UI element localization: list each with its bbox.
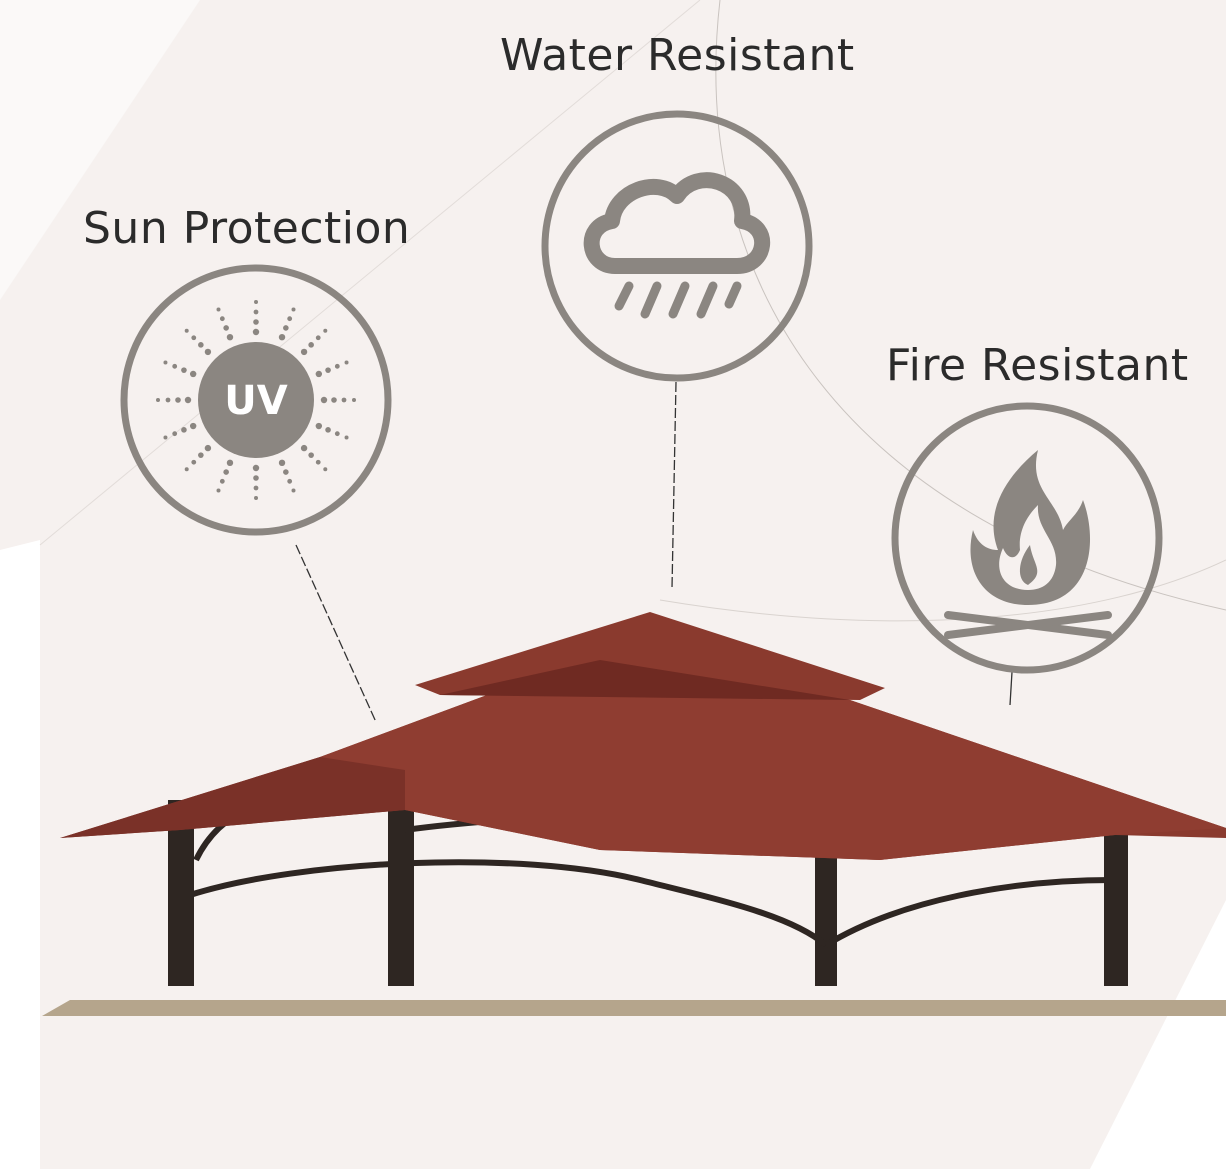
sun-ray-dot xyxy=(189,422,197,430)
sun-ray-dot xyxy=(219,316,225,322)
sun-ray-dot xyxy=(216,488,221,493)
sun-ray-dot xyxy=(334,431,340,437)
sun-ray-dot xyxy=(253,485,259,491)
sun-ray-dot xyxy=(163,360,168,365)
sun-ray-dot xyxy=(184,328,189,333)
sun-ray-dot xyxy=(191,459,197,465)
sun-ray-dot xyxy=(315,459,321,465)
sun-ray-dot xyxy=(175,397,181,403)
sun-ray-dot xyxy=(252,328,260,336)
sun-ray-dot xyxy=(320,396,328,404)
ground-strip xyxy=(42,1000,1226,1016)
sun-ray-dot xyxy=(253,319,259,325)
sun-ray-dot xyxy=(189,370,197,378)
sun-ray-dot xyxy=(283,325,289,331)
sun-ray-dot xyxy=(331,397,337,403)
sun-ray-dot xyxy=(223,325,229,331)
sun-ray-dot xyxy=(219,478,225,484)
sun-ray-dot xyxy=(204,348,212,356)
sun-ray-dot xyxy=(278,459,286,467)
sun-ray-dot xyxy=(253,475,259,481)
sun-ray-dot xyxy=(325,367,331,373)
sun-ray-dot xyxy=(172,363,178,369)
rain-cloud-icon xyxy=(541,110,813,382)
sun-ray-dot xyxy=(253,309,259,315)
sun-ray-dot xyxy=(287,478,293,484)
sun-ray-dot xyxy=(308,342,314,348)
sun-ray-dot xyxy=(308,452,314,458)
sun-ray-dot xyxy=(223,469,229,475)
sun-ray-dot xyxy=(315,422,323,430)
sun-ray-dot xyxy=(341,397,347,403)
sun-ray-dot xyxy=(315,335,321,341)
sun-ray-dot xyxy=(156,398,160,402)
sun-ray-dot xyxy=(254,300,258,304)
sun-ray-dot xyxy=(300,348,308,356)
sun-ray-dot xyxy=(287,316,293,322)
sun-ray-dot xyxy=(315,370,323,378)
sun-ray-dot xyxy=(204,444,212,452)
sun-ray-dot xyxy=(344,360,349,365)
uv-text: UV xyxy=(224,378,287,424)
sun-ray-dot xyxy=(184,467,189,472)
uv-sun-icon: UV xyxy=(120,264,392,536)
sun-ray-dot xyxy=(216,307,221,312)
flame-icon xyxy=(891,402,1163,674)
sun-ray-dot xyxy=(198,342,204,348)
sun-ray-dot xyxy=(165,397,171,403)
sun-ray-dot xyxy=(300,444,308,452)
sun-ray-dot xyxy=(172,431,178,437)
sun-protection-label: Sun Protection xyxy=(83,203,411,254)
sun-ray-dot xyxy=(325,427,331,433)
sun-ray-dot xyxy=(283,469,289,475)
sun-ray-dot xyxy=(278,333,286,341)
sun-ray-dot xyxy=(323,467,328,472)
gazebo xyxy=(168,760,1128,986)
sun-ray-dot xyxy=(226,459,234,467)
sun-ray-dot xyxy=(334,363,340,369)
sun-ray-dot xyxy=(163,435,168,440)
sun-ray-dot xyxy=(352,398,356,402)
fire-resistant-label: Fire Resistant xyxy=(886,340,1189,391)
sun-ray-dot xyxy=(291,488,296,493)
sun-ray-dot xyxy=(291,307,296,312)
water-resistant-label: Water Resistant xyxy=(500,30,855,81)
sun-ray-dot xyxy=(181,367,187,373)
sun-ray-dot xyxy=(184,396,192,404)
sun-ray-dot xyxy=(254,496,258,500)
sun-ray-dot xyxy=(226,333,234,341)
sun-ray-dot xyxy=(344,435,349,440)
sun-ray-dot xyxy=(191,335,197,341)
sun-ray-dot xyxy=(198,452,204,458)
sun-ray-dot xyxy=(181,427,187,433)
sun-ray-dot xyxy=(323,328,328,333)
sun-ray-dot xyxy=(252,464,260,472)
